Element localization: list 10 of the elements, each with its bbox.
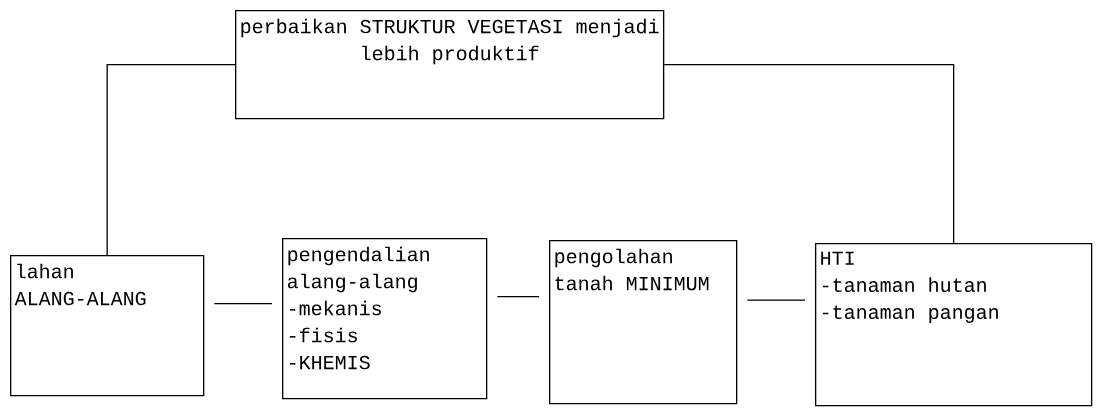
text-box: HTI -tanaman hutan -tanaman pangan [815,243,1093,407]
connector-line [106,64,236,256]
connector-line [746,299,806,301]
text-box: lahan ALANG-ALANG [10,255,205,397]
connector-line [213,303,273,305]
connector-line [496,296,540,298]
text-box: pengolahan tanah MINIMUM [549,240,738,405]
text-box: perbaikan STRUKTUR VEGETASI menjadi lebih produktif [235,10,665,120]
text-box: pengendalian alang-alang -mekanis -fisis -KHEMIS [282,238,488,400]
connector-line [663,64,955,244]
